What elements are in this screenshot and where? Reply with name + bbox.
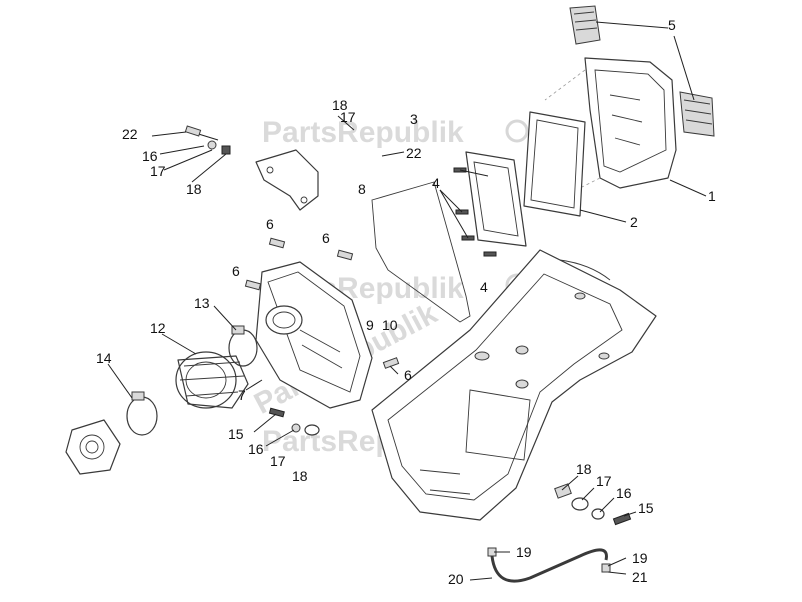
- callout-label: 21: [632, 569, 648, 585]
- callout-label: 17: [150, 163, 166, 179]
- callout-label: 6: [232, 263, 240, 279]
- part-8-gasket: [371, 181, 471, 323]
- part-12-intake-sleeve: [175, 351, 249, 409]
- callout-label: 16: [248, 441, 264, 457]
- callout-label: 16: [616, 485, 632, 501]
- callout-label: 15: [228, 426, 244, 442]
- part-6-spacers: [244, 237, 400, 369]
- callout-label: 20: [448, 571, 464, 587]
- callout-label: 4: [480, 279, 488, 295]
- part-7-lower-airbox: [255, 261, 373, 409]
- callout-label: 19: [516, 544, 532, 560]
- callout-label: 9: [366, 317, 374, 333]
- callout-label: 7: [238, 387, 246, 403]
- callout-label: 17: [340, 109, 356, 125]
- part-1-airbox-cover: [544, 57, 677, 199]
- callout-label: 18: [576, 461, 592, 477]
- part-13-hose-clamp: [228, 325, 258, 367]
- callout-label: 13: [194, 295, 210, 311]
- callout-label: 22: [122, 126, 138, 142]
- mounting-bracket: [184, 125, 319, 211]
- callout-label: 18: [186, 181, 202, 197]
- callout-label: 6: [404, 367, 412, 383]
- callout-label: 15: [638, 500, 654, 516]
- watermark-gear-icon: [505, 119, 529, 143]
- under-seat-tray: [371, 249, 657, 521]
- callout-label: 3: [410, 111, 418, 127]
- callout-label: 4: [432, 175, 440, 191]
- leader-lines: [107, 21, 707, 581]
- callout-label: 16: [142, 148, 158, 164]
- callout-label: 17: [596, 473, 612, 489]
- callout-label: 8: [358, 181, 366, 197]
- callout-label: 12: [150, 320, 166, 336]
- part-20-drain-hose: [487, 547, 611, 583]
- part-14-hose-clamp: [126, 391, 158, 436]
- callout-label: 22: [406, 145, 422, 161]
- callout-labels: 1 2 3 4 4 5 6 6 6 6 7 8 9 10 12 13 14 15…: [96, 17, 716, 587]
- callout-label: 19: [632, 550, 648, 566]
- watermark-1: PartsRepublik: [262, 116, 464, 149]
- part-2-air-filter: [523, 111, 586, 217]
- callout-label: 5: [668, 17, 676, 33]
- callout-label: 14: [96, 350, 112, 366]
- callout-label: 18: [332, 97, 348, 113]
- callout-label: 18: [292, 468, 308, 484]
- throttle-adapter: [65, 419, 121, 475]
- callout-label: 17: [270, 453, 286, 469]
- part-5-rubber-grommets: [569, 5, 715, 137]
- callout-label: 2: [630, 214, 638, 230]
- callout-label: 10: [382, 317, 398, 333]
- callout-label: 6: [322, 230, 330, 246]
- callout-label: 1: [708, 188, 716, 204]
- callout-label: 6: [266, 216, 274, 232]
- part-3-filter-frame: [465, 151, 527, 247]
